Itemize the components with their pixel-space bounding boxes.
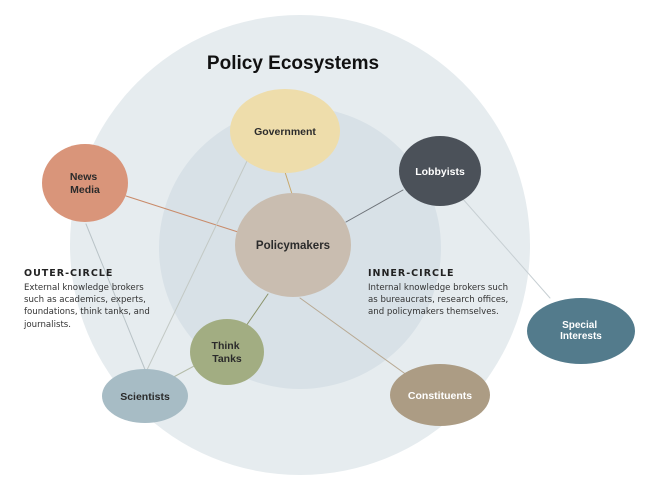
news-media-label-line-2: Media xyxy=(70,184,100,196)
constituents-label-line-1: Constituents xyxy=(408,390,472,402)
inner-circle-heading: INNER-CIRCLE xyxy=(368,268,455,279)
link-constituents-policymakers xyxy=(299,297,412,379)
inner-circle-line-1: Internal knowledge brokers such xyxy=(368,283,509,293)
node-special-interests: Special Interests xyxy=(527,298,635,364)
inner-circle-line-2: as bureaucrats, research offices, xyxy=(368,295,509,306)
policymakers-label-line-1: Policymakers xyxy=(256,240,330,252)
inner-circle-line-3: and policymakers themselves. xyxy=(368,307,499,318)
scientists-label: Scientists xyxy=(120,391,170,403)
think-tanks-label: Think Tanks xyxy=(212,340,243,365)
news-media-label: News Media xyxy=(70,171,100,196)
outer-circle-description: External knowledge brokers such as acade… xyxy=(24,282,150,331)
outer-circle-heading: OUTER-CIRCLE xyxy=(24,268,114,279)
inner-circle-note: INNER-CIRCLE Internal knowledge brokers … xyxy=(368,268,508,319)
node-policymakers: Policymakers xyxy=(235,193,351,297)
link-government-scientists xyxy=(145,160,248,373)
think-tanks-label-line-2: Tanks xyxy=(212,353,242,365)
outer-circle-line-3: foundations, think tanks, and xyxy=(24,307,150,318)
lobbyists-label-line-1: Lobbyists xyxy=(415,166,465,178)
link-newsmedia-policymakers xyxy=(125,195,239,233)
link-lobbyists-specialinterests xyxy=(461,197,551,299)
outer-circle-note: OUTER-CIRCLE External knowledge brokers … xyxy=(24,268,150,331)
outer-circle-line-4: journalists. xyxy=(24,319,72,330)
think-tanks-ellipse xyxy=(190,319,264,385)
constituents-ellipse xyxy=(390,364,490,426)
link-government-policymakers xyxy=(284,171,293,195)
lobbyists-label: Lobbyists xyxy=(415,166,465,178)
node-news-media: News Media xyxy=(42,144,128,222)
news-media-ellipse xyxy=(42,144,128,222)
scientists-label-line-1: Scientists xyxy=(120,391,170,403)
special-interests-label-line-1: Special xyxy=(562,320,597,331)
scientists-ellipse xyxy=(102,369,188,423)
inner-circle-description: Internal knowledge brokers such as burea… xyxy=(368,282,508,319)
node-lobbyists: Lobbyists xyxy=(399,136,481,206)
think-tanks-label-line-1: Think xyxy=(212,340,240,352)
link-lobbyists-policymakers xyxy=(345,189,404,223)
news-media-label-line-1: News xyxy=(70,171,98,183)
government-ellipse xyxy=(230,89,340,173)
special-interests-ellipse xyxy=(527,298,635,364)
special-interests-label-line-2: Interests xyxy=(560,331,602,342)
link-thinktanks-policymakers xyxy=(245,293,269,327)
node-think-tanks: Think Tanks xyxy=(190,319,264,385)
node-government: Government xyxy=(230,89,340,173)
node-constituents: Constituents xyxy=(390,364,490,426)
outer-circle-line-2: such as academics, experts, xyxy=(24,295,146,306)
link-newsmedia-scientists xyxy=(85,223,147,373)
special-interests-label: Special Interests xyxy=(560,320,602,342)
lobbyists-ellipse xyxy=(399,136,481,206)
policymakers-ellipse xyxy=(235,193,351,297)
government-label-line-1: Government xyxy=(254,126,316,138)
connector-lines xyxy=(85,160,551,381)
policymakers-label: Policymakers xyxy=(256,240,330,252)
node-scientists: Scientists xyxy=(102,369,188,423)
diagram-title: Policy Ecosystems xyxy=(206,53,380,74)
outer-circle-line-1: External knowledge brokers xyxy=(24,283,144,293)
constituents-label: Constituents xyxy=(408,390,472,402)
government-label: Government xyxy=(254,126,316,138)
